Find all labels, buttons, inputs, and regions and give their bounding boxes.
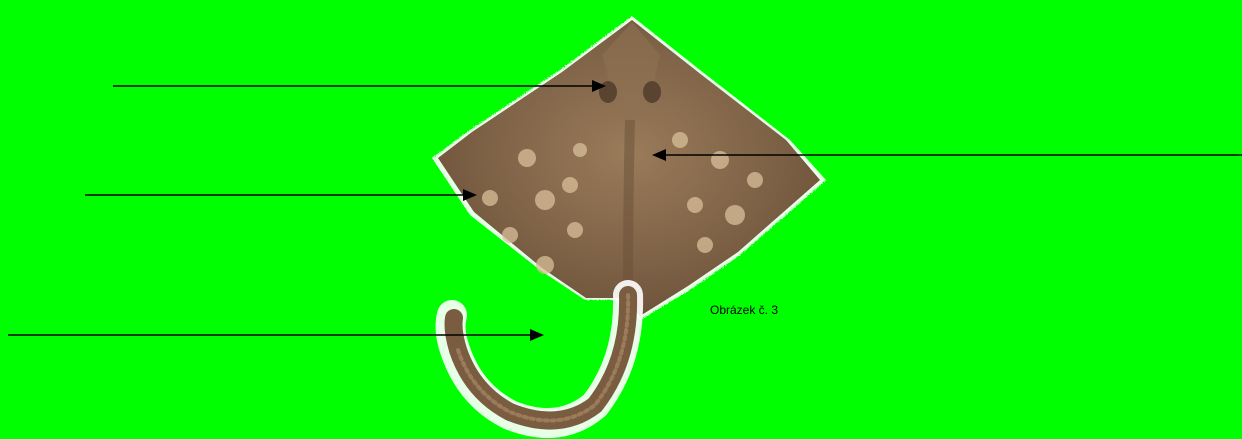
figure-caption: Obrázek č. 3 bbox=[710, 303, 778, 317]
ray-eye-right bbox=[643, 81, 661, 103]
ray-spine bbox=[628, 120, 630, 300]
skate-ray-illustration bbox=[432, 16, 826, 423]
arrow-pectoral-fin bbox=[85, 189, 477, 201]
